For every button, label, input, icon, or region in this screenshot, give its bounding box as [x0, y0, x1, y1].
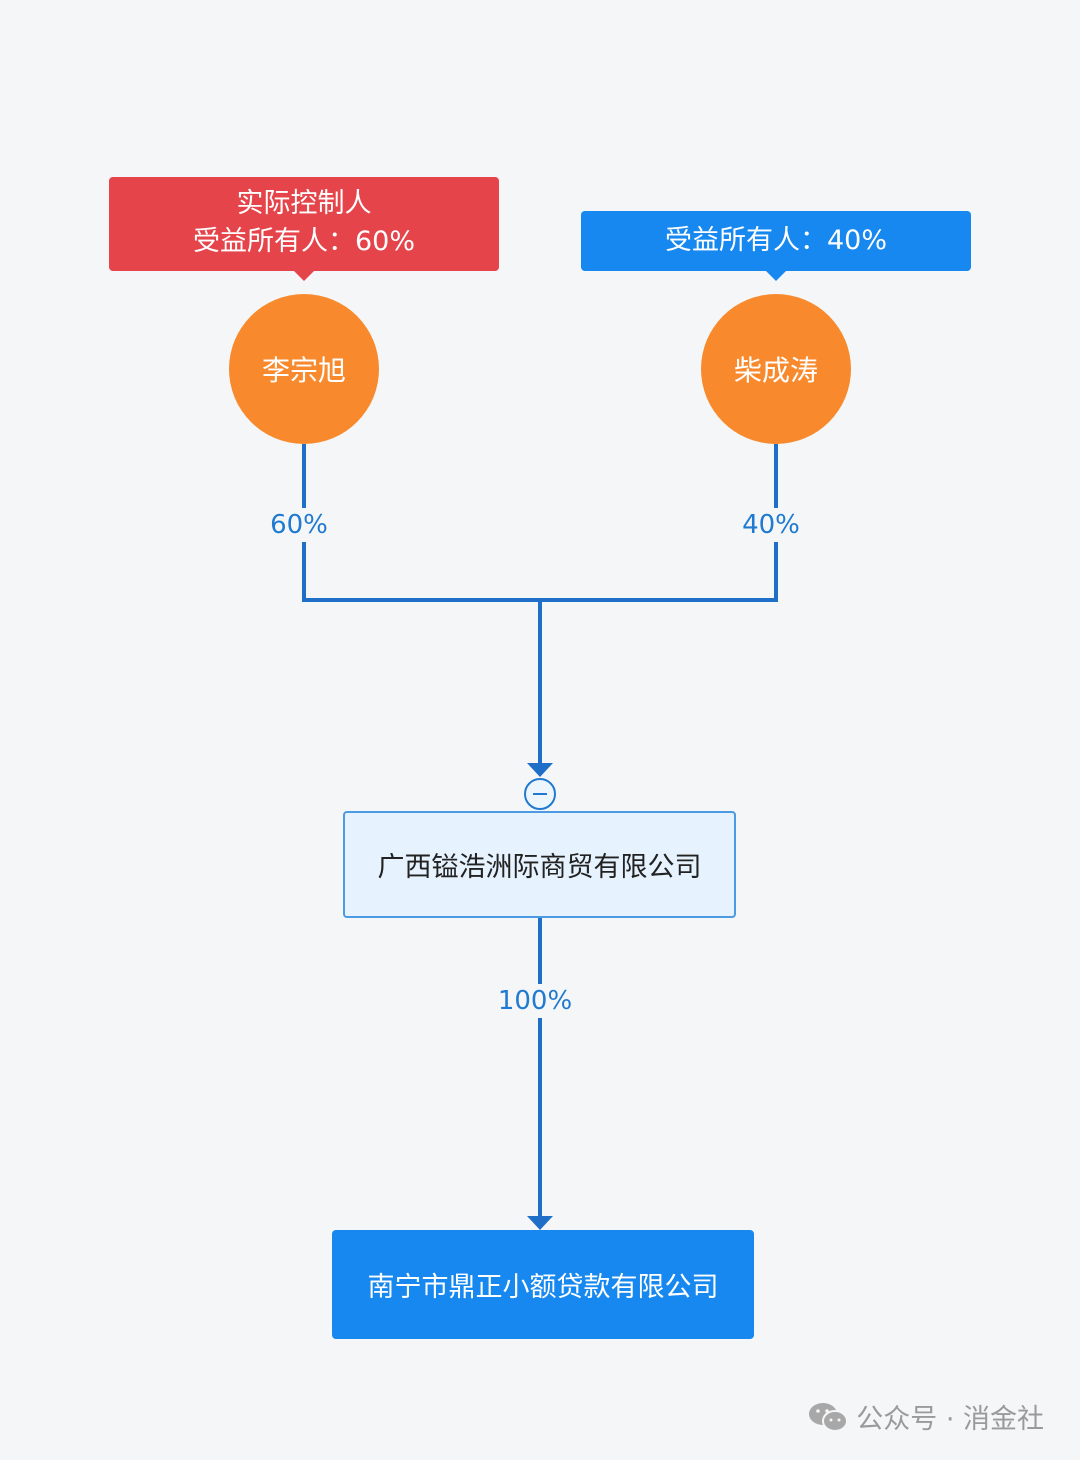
minus-icon — [533, 793, 547, 795]
company-name: 广西镒浩洲际商贸有限公司 — [377, 852, 702, 883]
person-name: 柴成涛 — [733, 354, 818, 387]
person-node-chai[interactable]: 柴成涛 — [701, 294, 851, 444]
person-name: 李宗旭 — [261, 354, 346, 387]
line-right — [540, 444, 778, 602]
share-label-right: 40% — [736, 508, 806, 542]
tag-line: 受益所有人：40% — [664, 225, 887, 256]
wechat-icon — [809, 1402, 849, 1432]
share-label-left: 60% — [264, 508, 334, 542]
footer-text: 公众号 · 消金社 — [856, 1404, 1044, 1435]
tag-line: 实际控制人 — [236, 188, 372, 219]
person-node-li[interactable]: 李宗旭 — [229, 294, 379, 444]
arrow-head-target — [527, 1216, 553, 1230]
footer-watermark: 公众号 · 消金社 — [808, 1397, 1044, 1436]
target-company-node[interactable]: 南宁市鼎正小额贷款有限公司 — [332, 1230, 754, 1339]
line-left — [302, 444, 540, 602]
tag-line: 受益所有人：60% — [192, 226, 415, 257]
actual-controller-tag: 实际控制人 受益所有人：60% — [109, 177, 499, 281]
arrow-head-mid — [527, 763, 553, 777]
company-name: 南宁市鼎正小额贷款有限公司 — [367, 1272, 719, 1303]
collapse-button[interactable] — [524, 778, 556, 810]
beneficial-owner-tag: 受益所有人：40% — [581, 211, 971, 281]
share-label-mid: 100% — [492, 984, 578, 1018]
intermediate-company-node[interactable]: 广西镒浩洲际商贸有限公司 — [343, 811, 736, 918]
